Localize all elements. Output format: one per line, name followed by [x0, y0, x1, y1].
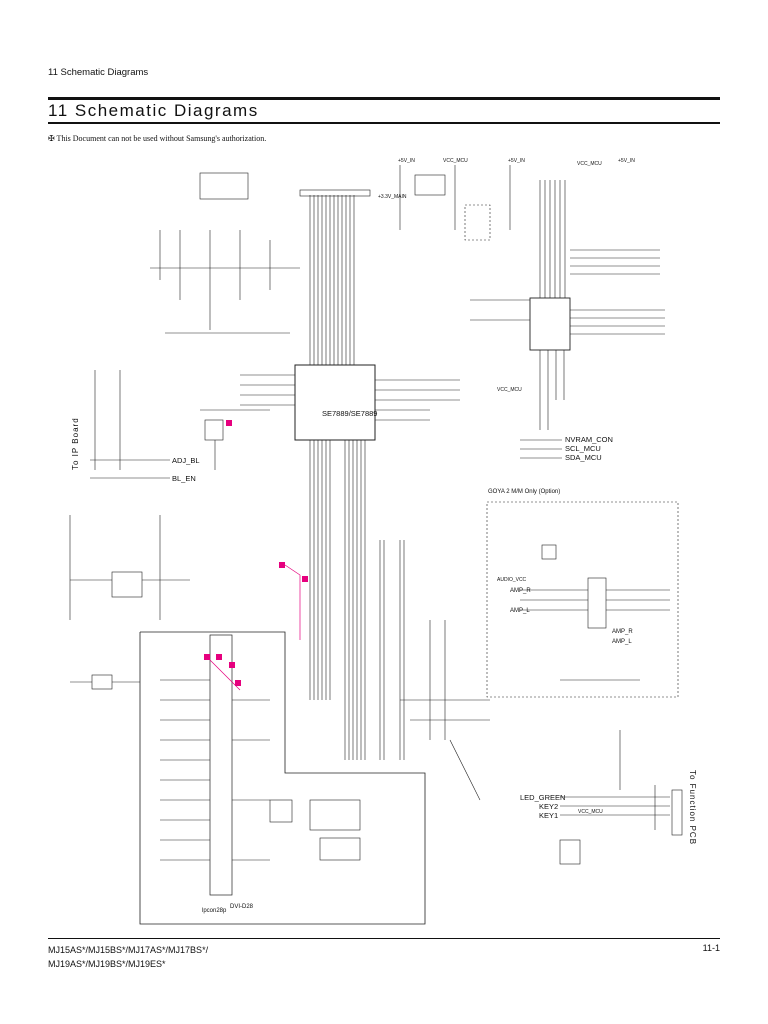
label-sda-mcu: SDA_MCU — [565, 453, 602, 462]
label-audio-vcc: AUDIO_VCC — [497, 577, 527, 583]
option-box-label: GOYA 2 M/M Only (Option) — [488, 489, 560, 495]
label-key1: KEY1 — [539, 811, 558, 820]
dvi-connector — [209, 634, 233, 896]
footer-models-line-1: MJ15AS*/MJ15BS*/MJ17AS*/MJ17BS*/ — [48, 945, 209, 955]
title-rule — [48, 122, 720, 124]
label-dvi: DVI-D28 — [230, 904, 254, 910]
footer-models-line-2: MJ19AS*/MJ19BS*/MJ19ES* — [48, 959, 166, 969]
label-5v-in-3: +5V_IN — [618, 158, 635, 164]
label-led-green: LED_GREEN — [520, 793, 565, 802]
marker-3 — [302, 576, 308, 582]
label-bl-en: BL_EN — [172, 474, 196, 483]
label-to-function-pcb: To Function PCB — [688, 770, 697, 845]
page-number: 11-1 — [702, 943, 720, 953]
footer-models: MJ15AS*/MJ15BS*/MJ17AS*/MJ17BS*/ MJ19AS*… — [48, 943, 208, 971]
label-vcc-mcu-mid: VCC_MCU — [497, 387, 522, 393]
label-amp-l-2: AMP_L — [612, 639, 632, 645]
label-5v-in-1: +5V_IN — [398, 158, 415, 164]
label-amp-r-2: AMP_R — [612, 629, 633, 635]
label-vcc-mcu-bottom: VCC_MCU — [578, 809, 603, 815]
marker-6 — [229, 662, 235, 668]
title-top-bar — [48, 97, 720, 100]
amp-ic-body — [587, 577, 607, 629]
marker-1 — [226, 420, 232, 426]
label-key2: KEY2 — [539, 802, 558, 811]
mcu-ic-body — [529, 297, 571, 351]
marker-5 — [216, 654, 222, 660]
marker-7 — [235, 680, 241, 686]
main-ic-label: SE7889/SE7889 — [322, 409, 377, 418]
marker-4 — [204, 654, 210, 660]
label-amp-r: AMP_R — [510, 588, 531, 594]
authorization-notice: ✠ This Document can not be used without … — [48, 134, 267, 143]
bus-lines — [299, 189, 405, 760]
label-amp-l: AMP_L — [510, 608, 530, 614]
footer-rule — [48, 938, 720, 939]
mcu-traces — [470, 180, 665, 430]
marker-2 — [279, 562, 285, 568]
main-ic-body — [294, 364, 376, 441]
page-title: 11 Schematic Diagrams — [48, 101, 259, 120]
label-nvram-con: NVRAM_CON — [565, 435, 613, 444]
label-adj-bl: ADJ_BL — [172, 456, 200, 465]
label-5v-in-2: +5V_IN — [508, 158, 525, 164]
label-vcc-mcu-2: VCC_MCU — [577, 161, 602, 167]
header-section-label: 11 Schematic Diagrams — [48, 67, 149, 78]
dvi-traces — [160, 679, 270, 861]
label-scl-mcu: SCL_MCU — [565, 444, 601, 453]
label-vcc-mcu-1: VCC_MCU — [443, 158, 468, 164]
label-3v3-main: +3.3V_MAIN — [378, 194, 407, 200]
label-lpcon: lpcon28p — [202, 908, 227, 914]
label-to-ip-board: To IP Board — [71, 417, 80, 470]
